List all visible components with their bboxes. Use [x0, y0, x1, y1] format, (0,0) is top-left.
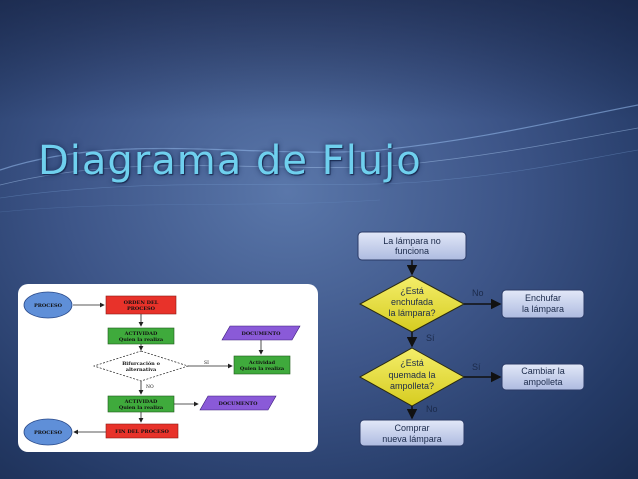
documento2-label: DOCUMENTO [218, 401, 258, 407]
actividad1-line1: ACTIVIDAD [124, 331, 158, 337]
enchufar-line2: la lámpara [522, 304, 564, 314]
cambiar-box [501, 363, 585, 391]
si2-label: Sí [472, 362, 481, 372]
start-line2: funciona [395, 246, 429, 256]
decision-line2: alternativa [126, 367, 157, 373]
q1-line1: ¿Está [400, 286, 424, 296]
start-line1: La lámpara no [383, 236, 441, 246]
no1-label: No [472, 288, 484, 298]
comprar-box [359, 419, 465, 447]
actividad2-line2: Quien la realiza [119, 405, 164, 411]
si-label: SI [204, 360, 209, 366]
actividad-right-box [233, 355, 291, 375]
slide-title: Diagrama de Flujo [38, 138, 422, 184]
q2-line3: ampolleta? [390, 381, 434, 391]
orden-line2: PROCESO [127, 306, 156, 312]
documento1-shape [221, 325, 301, 341]
actividad-right-line2: Quien la realiza [240, 366, 285, 372]
no2-label: No [426, 404, 438, 414]
fin-label: FIN DEL PROCESO [115, 429, 169, 435]
decision-line1: Bifurcación o [122, 360, 160, 367]
proceso-top-label: PROCESO [34, 303, 63, 309]
enchufar-box [501, 289, 585, 319]
actividad1-line2: Quien la realiza [119, 337, 164, 343]
si1-label: Sí [426, 333, 435, 343]
cambiar-line1: Cambiar la [521, 366, 565, 376]
top-band [0, 0, 638, 120]
proceso-top-oval [23, 291, 73, 319]
comprar-line1: Comprar [394, 423, 429, 433]
proceso-bottom-oval [23, 418, 73, 446]
orden-line1: ORDEN DEL [124, 300, 159, 306]
q2-line1: ¿Está [400, 358, 424, 368]
cambiar-line2: ampolleta [523, 377, 562, 387]
q1-line3: la lámpara? [388, 308, 435, 318]
right-flowchart: La lámpara no funciona ¿Está enchufada l… [340, 222, 630, 452]
actividad-right-line1: Actividad [248, 360, 276, 366]
documento1-label: DOCUMENTO [241, 331, 281, 337]
documento2-shape [199, 395, 277, 411]
proceso-bottom-label: PROCESO [34, 430, 63, 436]
comprar-line2: nueva lámpara [382, 434, 442, 444]
q2-line2: quemada la [388, 370, 435, 380]
left-flowchart: PROCESO ORDEN DEL PROCESO ACTIVIDAD Quie… [23, 291, 301, 446]
actividad2-line1: ACTIVIDAD [124, 399, 158, 405]
no-label: NO [146, 384, 154, 390]
fin-box [105, 423, 179, 439]
enchufar-line1: Enchufar [525, 293, 561, 303]
left-flowchart-panel: PROCESO ORDEN DEL PROCESO ACTIVIDAD Quie… [18, 284, 318, 452]
q1-line2: enchufada [391, 297, 433, 307]
